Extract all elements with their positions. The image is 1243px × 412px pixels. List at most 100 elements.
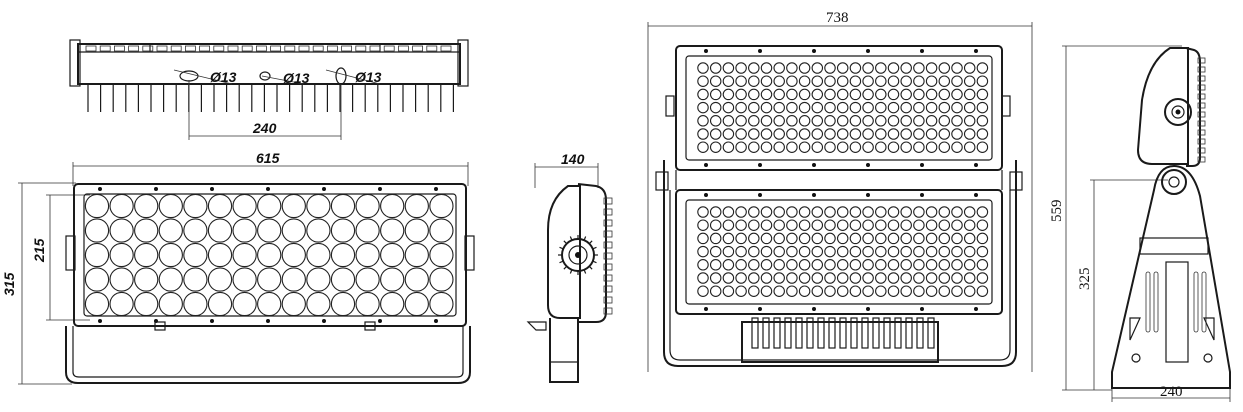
led <box>709 88 722 101</box>
led <box>836 128 849 140</box>
led <box>824 259 836 271</box>
side-fin-block <box>577 183 607 323</box>
lens <box>109 218 134 243</box>
lens <box>109 267 134 292</box>
front-mount-yoke <box>65 326 471 384</box>
led <box>735 75 747 87</box>
led <box>760 75 773 87</box>
front-gland-left <box>154 321 166 331</box>
lens <box>232 242 257 268</box>
led <box>951 115 963 127</box>
led <box>925 128 938 140</box>
led <box>760 219 773 231</box>
led <box>938 259 951 271</box>
led <box>811 272 824 284</box>
led <box>963 128 976 140</box>
led <box>887 75 900 87</box>
led <box>836 75 849 87</box>
side-fin <box>1197 156 1206 163</box>
lens <box>134 267 159 292</box>
tooth <box>592 246 597 250</box>
lens <box>134 291 159 317</box>
led <box>824 245 836 258</box>
lens <box>183 193 208 219</box>
lens <box>84 267 110 292</box>
led <box>849 101 862 114</box>
led <box>976 219 989 231</box>
led <box>773 259 785 271</box>
led <box>875 206 887 218</box>
bracket-slots <box>1145 271 1207 333</box>
screw <box>866 49 870 53</box>
led <box>976 75 989 87</box>
led <box>963 62 976 74</box>
led <box>925 88 938 101</box>
lens <box>306 267 331 292</box>
double-front-view: 738 <box>647 10 1033 372</box>
hole-b-label: Ø13 <box>283 70 310 86</box>
led <box>748 219 760 231</box>
led <box>849 62 862 74</box>
double-side-pivot-inner <box>1171 105 1185 119</box>
slot <box>199 45 211 52</box>
led <box>697 141 709 153</box>
led <box>849 259 862 271</box>
led <box>887 88 900 101</box>
led <box>773 219 785 231</box>
led <box>811 88 824 101</box>
screw <box>920 49 924 53</box>
led <box>963 88 976 101</box>
led <box>697 88 709 101</box>
led <box>709 219 722 231</box>
led <box>951 245 963 258</box>
lens <box>380 193 405 219</box>
lens <box>306 218 331 243</box>
bracket-plate <box>1111 164 1231 389</box>
double-side-pivot-outer <box>1164 98 1192 126</box>
led <box>748 88 760 101</box>
double-side-housing <box>1136 47 1189 165</box>
led <box>697 285 709 297</box>
led <box>722 232 735 245</box>
led <box>786 285 798 297</box>
led <box>976 285 989 297</box>
led <box>722 115 735 127</box>
lens <box>380 291 405 317</box>
led <box>951 128 963 140</box>
led <box>887 101 900 114</box>
double-screws <box>704 49 978 311</box>
led <box>938 115 951 127</box>
top-view: Ø13 Ø13 Ø13 240 <box>69 39 469 140</box>
led <box>862 141 874 153</box>
lens <box>158 193 183 219</box>
led <box>862 88 874 101</box>
driver-fin <box>795 317 803 349</box>
lens <box>429 193 454 219</box>
lens <box>207 218 233 243</box>
led <box>798 101 811 114</box>
bracket-pivot-outer <box>1161 169 1187 195</box>
lens <box>281 193 306 219</box>
side-fin <box>603 241 613 249</box>
top-view-slots <box>85 45 452 52</box>
led <box>913 101 925 114</box>
lens <box>84 218 110 243</box>
led <box>824 128 836 140</box>
led <box>760 141 773 153</box>
led <box>760 128 773 140</box>
screw <box>974 307 978 311</box>
side-fin <box>603 197 613 205</box>
led <box>773 141 785 153</box>
led <box>735 128 747 140</box>
lens <box>429 242 454 268</box>
side-fin <box>1197 102 1206 109</box>
led <box>760 101 773 114</box>
led <box>963 259 976 271</box>
led <box>735 219 747 231</box>
tooth <box>583 269 587 274</box>
slot <box>213 45 225 52</box>
tooth <box>592 260 597 264</box>
led <box>798 285 811 297</box>
led <box>748 272 760 284</box>
